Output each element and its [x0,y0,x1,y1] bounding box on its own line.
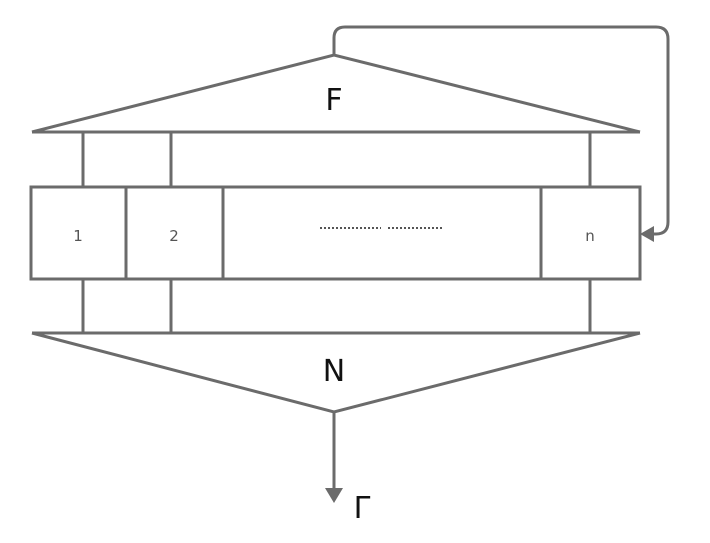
cell-n [539,185,642,281]
top-label: F [325,83,342,118]
bottom-label: N [323,354,345,389]
cell-2-label: 2 [169,227,179,245]
cell-1 [29,185,128,281]
feedback-loop [332,25,670,236]
output-arrowhead [325,488,343,503]
cell-middle [221,185,543,281]
feedback-arrowhead [640,226,654,242]
cell-n-label: n [585,227,595,245]
cell-1-label: 1 [73,227,83,245]
output-label: Γ [354,491,371,526]
